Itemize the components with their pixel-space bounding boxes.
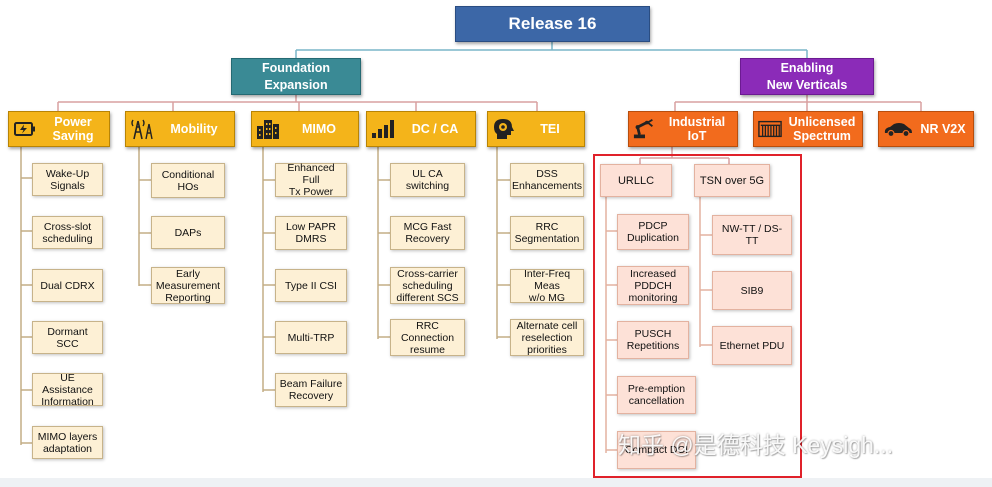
leaf-nw-tt-ds-tt: NW-TT / DS-TT xyxy=(712,215,792,255)
category-industrial-iot: Industrial IoT xyxy=(628,111,738,147)
mimo-label: MIMO xyxy=(301,122,337,136)
leaf-increased-pddch-monitoring: Increased PDDCH monitoring xyxy=(617,266,689,305)
enabling-new-verticals-label: Enabling New Verticals xyxy=(766,60,848,92)
leaf-label: Dual CDRX xyxy=(40,279,95,292)
leaf-label: PDCP Duplication xyxy=(627,220,679,244)
leaf-alternate-cell-reselection: Alternate cell reselection priorities xyxy=(510,319,584,356)
leaf-dormant-scc: Dormant SCC xyxy=(32,321,103,354)
leaf-label: Multi-TRP xyxy=(287,331,335,344)
industrial-iot-highlight-frame xyxy=(593,154,802,478)
leaf-ue-assistance-information: UE Assistance Information xyxy=(32,371,103,408)
leaf-label: MCG Fast Recovery xyxy=(403,221,452,245)
leaf-mimo-layers-adaptation: MIMO layers adaptation xyxy=(32,426,103,459)
enabling-new-verticals-box: Enabling New Verticals xyxy=(740,58,874,95)
leaf-label: UL CA switching xyxy=(405,168,450,192)
leaf-label: Enhanced Full Tx Power xyxy=(287,162,335,198)
leaf-multi-trp: Multi-TRP xyxy=(275,321,347,354)
leaf-label: Dormant SCC xyxy=(47,325,88,350)
leaf-label: Alternate cell reselection priorities xyxy=(516,319,578,356)
leaf-label: Beam Failure Recovery xyxy=(279,378,343,402)
leaf-early-measurement-reporting: Early Measurement Reporting xyxy=(151,267,225,304)
leaf-pre-emption-cancellation: Pre-emption cancellation xyxy=(617,376,696,414)
category-power-saving: Power Saving xyxy=(8,111,110,147)
release-16-box: Release 16 xyxy=(455,6,650,42)
battery-icon xyxy=(13,117,37,141)
category-dc-ca: DC / CA xyxy=(366,111,476,147)
category-tei: TEI xyxy=(487,111,585,147)
leaf-type-ii-csi: Type II CSI xyxy=(275,269,347,302)
leaf-label: DAPs xyxy=(174,226,202,239)
leaf-rrc-segmentation: RRC Segmentation xyxy=(510,216,584,250)
leaf-ethernet-pdu: Ethernet PDU xyxy=(712,326,792,365)
car-icon xyxy=(883,117,913,141)
power-saving-label: Power Saving xyxy=(52,115,94,143)
leaf-dss-enhancements: DSS Enhancements xyxy=(510,163,584,197)
leaf-daps: DAPs xyxy=(151,216,225,249)
head-gear-icon xyxy=(492,117,516,141)
leaf-compact-dci: Compact DCI xyxy=(617,431,696,469)
urllc-box: URLLC xyxy=(600,164,672,197)
buildings-icon xyxy=(256,117,280,141)
leaf-label: MIMO layers adaptation xyxy=(37,430,98,455)
leaf-label: Pre-emption cancellation xyxy=(627,383,686,407)
foundation-expansion-box: Foundation Expansion xyxy=(231,58,361,95)
leaf-label: PUSCH Repetitions xyxy=(626,328,680,352)
nr-v2x-label: NR V2X xyxy=(920,122,966,136)
category-nr-v2x: NR V2X xyxy=(878,111,974,147)
category-unlicensed-spectrum: Unlicensed Spectrum xyxy=(753,111,863,147)
dc-ca-label: DC / CA xyxy=(411,122,459,136)
mobility-label: Mobility xyxy=(170,122,218,136)
category-mimo: MIMO xyxy=(251,111,359,147)
leaf-label: Cross-carrier scheduling different SCS xyxy=(396,267,459,304)
leaf-label: Wake-Up Signals xyxy=(45,167,90,192)
leaf-label: Cross-slot scheduling xyxy=(42,220,93,245)
leaf-enhanced-full-tx-power: Enhanced Full Tx Power xyxy=(275,162,347,198)
leaf-label: Ethernet PDU xyxy=(719,339,785,352)
tsn-over-5g-label: TSN over 5G xyxy=(699,174,765,187)
leaf-label: UE Assistance Information xyxy=(41,371,94,408)
leaf-cross-slot-scheduling: Cross-slot scheduling xyxy=(32,216,103,249)
leaf-label: Compact DCI xyxy=(624,444,688,456)
category-mobility: Mobility xyxy=(125,111,235,147)
signal-bars-icon xyxy=(371,117,395,141)
leaf-label: Increased PDDCH monitoring xyxy=(628,267,678,304)
tei-label: TEI xyxy=(540,122,560,136)
watermark: 知乎 @是德科技 Keysigh... xyxy=(618,432,894,458)
tsn-over-5g-box: TSN over 5G xyxy=(694,164,770,197)
leaf-cross-carrier-scheduling: Cross-carrier scheduling different SCS xyxy=(390,267,465,304)
leaf-low-papr-dmrs: Low PAPR DMRS xyxy=(275,216,347,250)
leaf-conditional-hos: Conditional HOs xyxy=(151,163,225,198)
leaf-pdcp-duplication: PDCP Duplication xyxy=(617,214,689,250)
foundation-expansion-label: Foundation Expansion xyxy=(261,60,331,92)
leaf-beam-failure-recovery: Beam Failure Recovery xyxy=(275,373,347,407)
leaf-label: SIB9 xyxy=(740,284,764,297)
leaf-ul-ca-switching: UL CA switching xyxy=(390,163,465,197)
antenna-tower-icon xyxy=(130,117,154,141)
leaf-wake-up-signals: Wake-Up Signals xyxy=(32,163,103,196)
leaf-label: Conditional HOs xyxy=(161,168,215,193)
leaf-label: RRC Segmentation xyxy=(514,221,580,245)
leaf-sib9: SIB9 xyxy=(712,271,792,310)
leaf-label: Early Measurement Reporting xyxy=(155,267,221,304)
leaf-dual-cdrx: Dual CDRX xyxy=(32,269,103,302)
urllc-label: URLLC xyxy=(617,174,655,187)
leaf-inter-freq-meas: Inter-Freq Meas w/o MG xyxy=(510,268,584,304)
spectrum-icon xyxy=(758,117,782,141)
leaf-label: Low PAPR DMRS xyxy=(286,221,336,245)
leaf-pusch-repetitions: PUSCH Repetitions xyxy=(617,321,689,359)
release-16-label: Release 16 xyxy=(508,14,597,33)
leaf-label: Inter-Freq Meas w/o MG xyxy=(523,268,571,304)
robot-arm-icon xyxy=(633,117,657,141)
industrial-iot-label: Industrial IoT xyxy=(668,115,726,143)
unlicensed-spectrum-label: Unlicensed Spectrum xyxy=(788,115,856,143)
bottom-strip xyxy=(0,478,992,487)
leaf-mcg-fast-recovery: MCG Fast Recovery xyxy=(390,216,465,250)
leaf-rrc-connection-resume: RRC Connection resume xyxy=(390,319,465,356)
leaf-label: NW-TT / DS-TT xyxy=(721,223,783,247)
leaf-label: Type II CSI xyxy=(285,279,337,292)
leaf-label: DSS Enhancements xyxy=(511,168,583,192)
leaf-label: RRC Connection resume xyxy=(400,319,455,356)
